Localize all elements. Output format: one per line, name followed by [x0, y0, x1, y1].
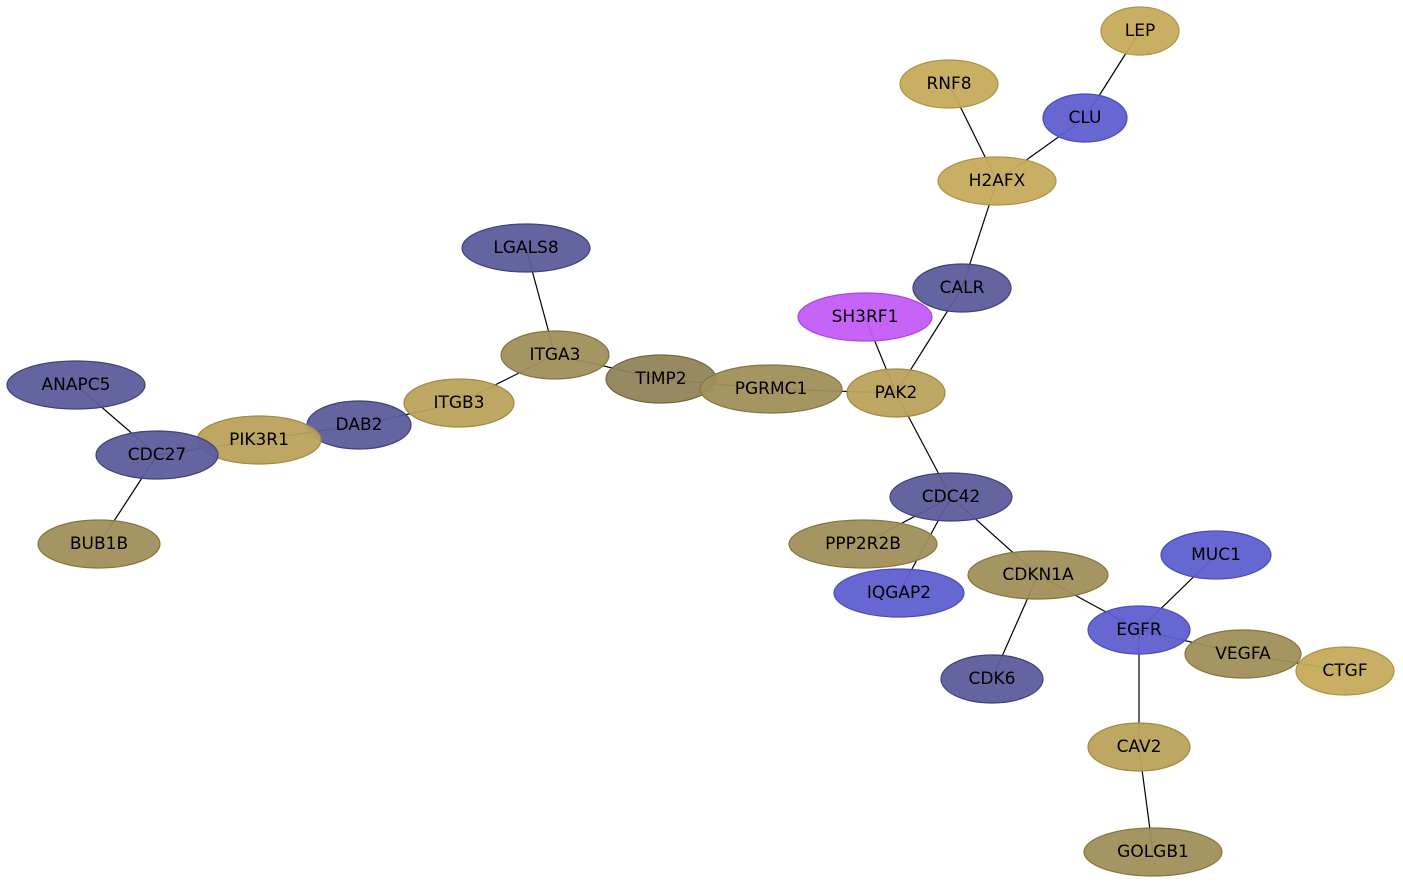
node-label-pik3r1: PIK3R1: [229, 430, 289, 450]
node-vegfa[interactable]: VEGFA: [1184, 629, 1302, 679]
node-label-cdc27: CDC27: [128, 445, 186, 465]
node-shape-lep: [1100, 6, 1180, 56]
node-label-h2afx: H2AFX: [969, 171, 1026, 191]
node-shape-iqgap2: [833, 568, 965, 618]
node-clu[interactable]: CLU: [1042, 93, 1128, 143]
node-cav2[interactable]: CAV2: [1087, 722, 1191, 772]
node-label-cdk6: CDK6: [969, 669, 1016, 689]
node-shape-itgb3: [403, 378, 515, 428]
node-shape-ctgf: [1295, 646, 1395, 696]
node-label-lgals8: LGALS8: [493, 238, 558, 258]
node-label-pak2: PAK2: [875, 383, 918, 403]
node-rnf8[interactable]: RNF8: [899, 59, 999, 109]
node-pik3r1[interactable]: PIK3R1: [196, 415, 322, 465]
node-label-sh3rf1: SH3RF1: [832, 307, 899, 327]
node-label-egfr: EGFR: [1116, 620, 1162, 640]
node-shape-calr: [912, 263, 1012, 313]
node-label-cav2: CAV2: [1117, 737, 1162, 757]
node-shape-pgrmc1: [699, 364, 843, 414]
node-shape-sh3rf1: [797, 292, 933, 342]
node-iqgap2[interactable]: IQGAP2: [833, 568, 965, 618]
node-shape-itga3: [500, 330, 610, 380]
node-dab2[interactable]: DAB2: [306, 400, 412, 450]
node-label-golgb1: GOLGB1: [1117, 842, 1189, 862]
node-ppp2r2b[interactable]: PPP2R2B: [788, 519, 938, 569]
node-shape-ppp2r2b: [788, 519, 938, 569]
node-shape-lgals8: [461, 223, 591, 273]
node-itga3[interactable]: ITGA3: [500, 330, 610, 380]
node-cdc42[interactable]: CDC42: [889, 472, 1013, 522]
node-shape-cdkn1a: [967, 550, 1109, 600]
node-label-pgrmc1: PGRMC1: [735, 379, 808, 399]
node-golgb1[interactable]: GOLGB1: [1083, 827, 1223, 877]
node-shape-clu: [1042, 93, 1128, 143]
node-label-muc1: MUC1: [1191, 545, 1241, 565]
node-shape-muc1: [1160, 530, 1272, 580]
node-label-itgb3: ITGB3: [433, 393, 484, 413]
node-bub1b[interactable]: BUB1B: [37, 519, 161, 569]
node-pak2[interactable]: PAK2: [846, 368, 946, 418]
node-shape-egfr: [1087, 605, 1191, 655]
node-label-timp2: TIMP2: [634, 369, 686, 389]
node-sh3rf1[interactable]: SH3RF1: [797, 292, 933, 342]
node-shape-cav2: [1087, 722, 1191, 772]
node-cdc27[interactable]: CDC27: [95, 430, 219, 480]
node-label-vegfa: VEGFA: [1215, 644, 1271, 664]
node-egfr[interactable]: EGFR: [1087, 605, 1191, 655]
node-shape-rnf8: [899, 59, 999, 109]
node-label-bub1b: BUB1B: [70, 534, 128, 554]
node-cdk6[interactable]: CDK6: [940, 654, 1044, 704]
node-label-cdc42: CDC42: [922, 487, 980, 507]
node-h2afx[interactable]: H2AFX: [937, 156, 1057, 206]
node-lep[interactable]: LEP: [1100, 6, 1180, 56]
node-shape-golgb1: [1083, 827, 1223, 877]
node-ctgf[interactable]: CTGF: [1295, 646, 1395, 696]
node-cdkn1a[interactable]: CDKN1A: [967, 550, 1109, 600]
node-muc1[interactable]: MUC1: [1160, 530, 1272, 580]
node-shape-cdc27: [95, 430, 219, 480]
node-calr[interactable]: CALR: [912, 263, 1012, 313]
node-label-cdkn1a: CDKN1A: [1002, 565, 1074, 585]
node-label-lep: LEP: [1125, 21, 1155, 41]
node-label-dab2: DAB2: [336, 415, 383, 435]
node-timp2[interactable]: TIMP2: [605, 354, 717, 404]
node-label-iqgap2: IQGAP2: [867, 583, 931, 603]
node-shape-h2afx: [937, 156, 1057, 206]
node-shape-bub1b: [37, 519, 161, 569]
node-label-rnf8: RNF8: [926, 74, 971, 94]
node-shape-cdk6: [940, 654, 1044, 704]
node-label-itga3: ITGA3: [529, 345, 580, 365]
node-pgrmc1[interactable]: PGRMC1: [699, 364, 843, 414]
node-label-anapc5: ANAPC5: [42, 375, 111, 395]
node-label-clu: CLU: [1069, 108, 1102, 128]
node-shape-anapc5: [6, 360, 146, 410]
node-label-calr: CALR: [940, 278, 985, 298]
node-itgb3[interactable]: ITGB3: [403, 378, 515, 428]
node-label-ctgf: CTGF: [1322, 661, 1367, 681]
node-shape-vegfa: [1184, 629, 1302, 679]
node-shape-pak2: [846, 368, 946, 418]
node-label-ppp2r2b: PPP2R2B: [825, 534, 901, 554]
node-lgals8[interactable]: LGALS8: [461, 223, 591, 273]
node-shape-cdc42: [889, 472, 1013, 522]
node-anapc5[interactable]: ANAPC5: [6, 360, 146, 410]
